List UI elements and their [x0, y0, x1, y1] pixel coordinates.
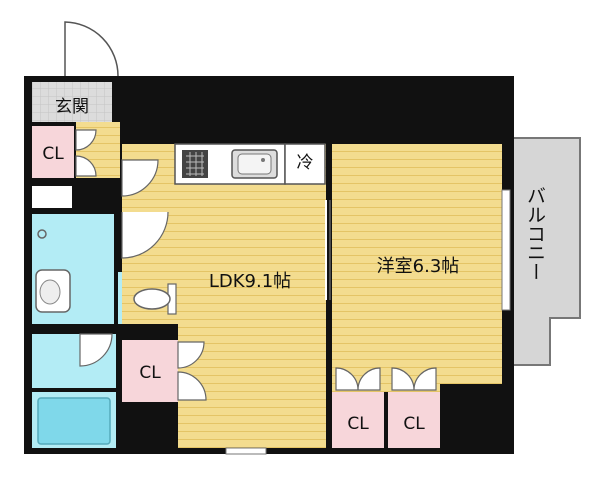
- wall-block-2: [122, 324, 178, 340]
- basin-bowl: [39, 279, 61, 305]
- bedroom-floor: [332, 144, 502, 384]
- entrance-door: [64, 21, 119, 77]
- cl-hall-door-2: [177, 371, 207, 401]
- bathtub-icon: [37, 397, 111, 445]
- fridge-label: 冷: [297, 153, 314, 173]
- bath-partition: [32, 388, 116, 392]
- wall-block: [122, 402, 178, 448]
- washing-drain-icon: [37, 229, 47, 239]
- sink-basin: [237, 153, 272, 175]
- ldk-label: LDK9.1帖: [209, 271, 291, 292]
- closet-bed-right: [388, 390, 440, 448]
- cl-entrance-door: [75, 129, 97, 177]
- cl-bed-right-door: [391, 367, 437, 391]
- cl-bed-right-label: CL: [403, 414, 425, 434]
- faucet-icon: [261, 158, 265, 162]
- stove-grate: [186, 152, 204, 176]
- entrance-floor: [32, 82, 112, 122]
- closet-bed-left: [332, 390, 384, 448]
- cl-bed-left-label: CL: [347, 414, 369, 434]
- hall-door: [121, 159, 159, 197]
- balcony-label: バルコニー: [524, 186, 546, 281]
- cl-entrance-label: CL: [42, 144, 64, 164]
- entrance-label: 玄関: [55, 97, 89, 117]
- cl-hall-label: CL: [139, 363, 161, 383]
- cl-hall-door-1: [177, 341, 205, 369]
- closet-entrance: [32, 126, 74, 178]
- fridge-space: [284, 143, 326, 185]
- storage-small: [32, 186, 72, 208]
- bedroom-label: 洋室6.3帖: [377, 256, 460, 277]
- balcony-window: [501, 189, 511, 311]
- bath-door: [79, 333, 113, 367]
- cl-bed-left-door: [335, 367, 381, 391]
- ldk-window: [225, 447, 267, 455]
- wash-door: [121, 211, 169, 259]
- toilet-icon: [133, 288, 171, 310]
- closet-hall: [122, 340, 178, 402]
- stove-icon: [182, 150, 208, 178]
